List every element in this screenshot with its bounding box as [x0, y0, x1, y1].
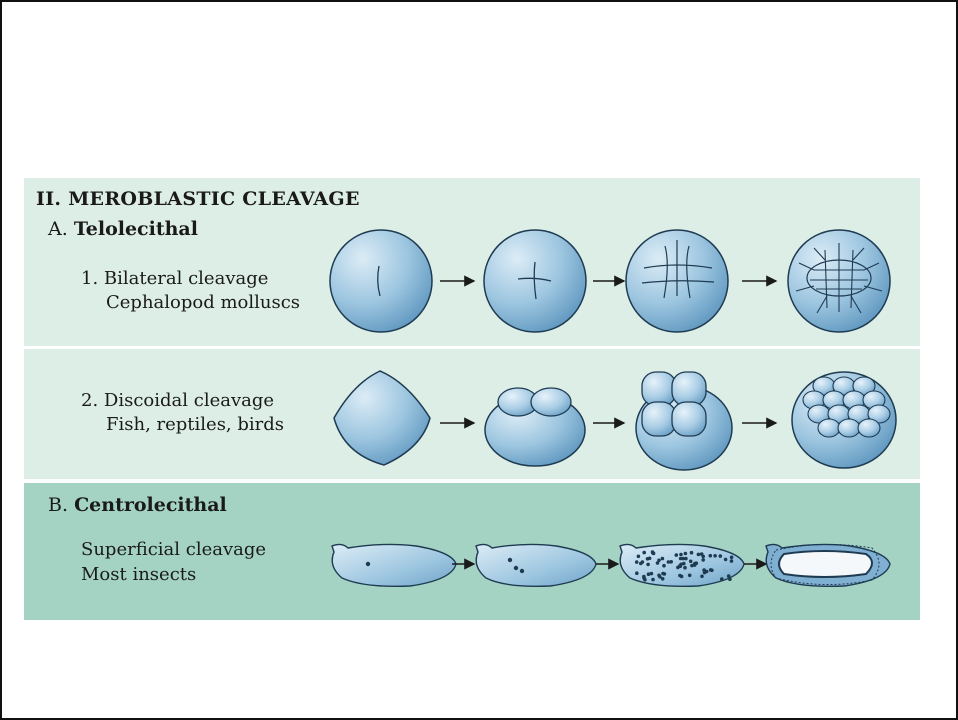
- nucleus-dot: [682, 562, 686, 566]
- nucleus-dot: [657, 574, 661, 578]
- cleavage-illustrations: [24, 178, 920, 620]
- nucleus-dot: [713, 554, 717, 558]
- superficial-stage-1: [332, 544, 456, 586]
- nucleus-dot: [689, 560, 693, 564]
- nucleus-dot: [637, 555, 641, 559]
- nucleus-dot: [667, 560, 671, 564]
- bilateral-stage-3: [626, 230, 728, 332]
- nucleus-dot: [690, 551, 694, 555]
- nucleus-dot: [693, 563, 697, 567]
- nucleus-dot: [720, 577, 724, 581]
- discoidal-stage-2: [485, 388, 585, 466]
- bilateral-stage-2: [484, 230, 586, 332]
- discoidal-stage-3: [636, 372, 732, 470]
- bilateral-stage-4: [788, 230, 890, 332]
- nucleus-dot: [651, 550, 655, 554]
- nucleus-dot: [635, 571, 639, 575]
- nucleus-dot: [697, 553, 701, 557]
- nucleus-dot: [728, 577, 732, 581]
- nucleus-dot: [641, 560, 645, 564]
- nucleus-dot: [709, 568, 713, 572]
- nucleus-dot: [648, 557, 652, 561]
- nucleus-dot: [688, 574, 692, 578]
- nucleus-dot: [661, 577, 665, 581]
- nucleus-dot: [680, 575, 684, 579]
- nucleus-dot: [643, 578, 647, 582]
- nucleus-dot: [642, 551, 646, 555]
- meroblastic-cleavage-figure: II. MEROBLASTIC CLEAVAGE A. Telolecithal…: [24, 178, 920, 620]
- blastomere: [858, 419, 880, 437]
- nucleus-dot: [730, 556, 734, 560]
- discoidal-stage-4: [792, 372, 896, 468]
- blastomere: [818, 419, 840, 437]
- nucleus-dot: [662, 564, 666, 568]
- superficial-stage-3: [620, 544, 744, 586]
- nucleus-dot: [661, 572, 665, 576]
- nucleus-dot: [647, 572, 651, 576]
- nucleus-dot: [701, 555, 705, 559]
- nucleus-dot: [675, 553, 679, 557]
- nucleus-dot: [701, 558, 705, 562]
- nucleus-dot: [635, 560, 639, 564]
- nucleus-dot: [684, 552, 688, 556]
- superficial-stage-2: [476, 544, 596, 586]
- nucleus-dot: [700, 575, 704, 579]
- nucleus-dot: [705, 570, 709, 574]
- nucleus-dot: [727, 574, 731, 578]
- nucleus-dot: [651, 578, 655, 582]
- nucleus-dot: [730, 559, 734, 563]
- nucleus-dot: [719, 554, 723, 558]
- bilateral-stage-1: [330, 230, 432, 332]
- blastomere: [838, 419, 860, 437]
- nucleus-dot: [683, 566, 687, 570]
- nucleus-dot: [679, 553, 683, 557]
- nucleus-dot: [661, 557, 665, 561]
- nucleus-dot: [646, 563, 650, 567]
- nucleus-dot: [724, 558, 728, 562]
- nucleus-dot: [657, 559, 661, 563]
- nucleus-dot: [709, 554, 713, 558]
- discoidal-stage-1: [334, 371, 430, 465]
- nucleus-dot: [681, 557, 685, 561]
- superficial-stage-4: [766, 544, 890, 586]
